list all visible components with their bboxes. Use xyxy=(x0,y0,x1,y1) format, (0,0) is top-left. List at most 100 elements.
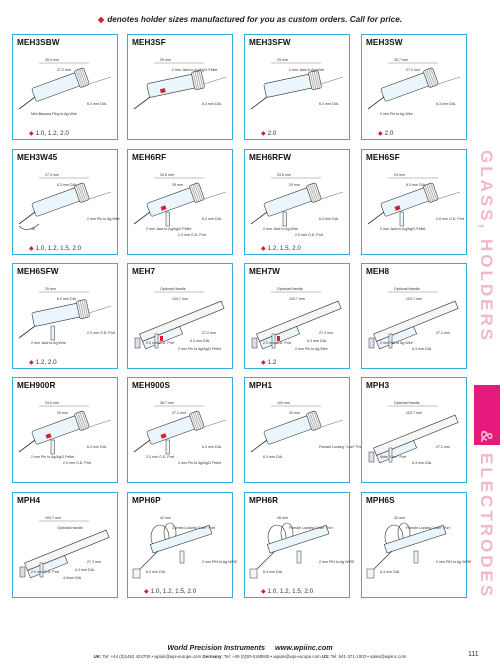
knurl-line xyxy=(81,300,86,318)
luer-port xyxy=(296,550,302,564)
dimension-label: 33.6 mm xyxy=(45,401,59,405)
knurl-line xyxy=(309,412,317,430)
dimension-label: Optional Handle xyxy=(394,287,420,291)
knurl-line xyxy=(75,413,83,431)
connector xyxy=(368,337,375,349)
product-title: MEH3SBW xyxy=(17,38,60,47)
port xyxy=(154,333,159,349)
dimension-label: 2 mm PIN to Ag WIRE xyxy=(202,560,238,564)
pin-line xyxy=(250,439,268,453)
knurl-line xyxy=(426,69,434,87)
dimension-label: 103.7 mm xyxy=(289,297,305,301)
size-values: 1.0, 1.2, 2.0 xyxy=(35,130,69,137)
header-note: ◆denotes holder sizes manufactured for y… xyxy=(0,14,500,24)
dimension-label: 27.2 mm xyxy=(172,411,186,415)
dimension-label: 2.0 mm O.D. Port xyxy=(63,461,91,465)
holder-body xyxy=(373,300,459,342)
dimension-label: 6.3 mm DIA. xyxy=(57,183,77,187)
pellet-marker xyxy=(160,336,163,341)
dimension-label: 27.2 mm xyxy=(45,173,59,177)
knurled-cap xyxy=(189,410,205,431)
size-list: ◆1.0, 1.2, 1.5, 2.0 xyxy=(144,588,196,595)
dimension-label: 6.3 mm DIA. xyxy=(202,445,222,449)
header-note-text: denotes holder sizes manufactured for yo… xyxy=(107,15,403,24)
pellet-marker xyxy=(277,336,280,341)
knurled-cap xyxy=(74,67,90,88)
port xyxy=(388,333,393,349)
capillary-line xyxy=(437,76,461,85)
dimension-label: Female Locking "Luer" Port xyxy=(406,526,450,530)
dimension-label: 2.0 mm O.D. Port xyxy=(31,570,59,574)
dimension-label: 27.2 mm xyxy=(87,560,101,564)
size-list: ◆2.0 xyxy=(261,130,276,137)
diamond-icon: ◆ xyxy=(261,360,266,366)
port xyxy=(399,211,404,227)
product-title: MPH6P xyxy=(132,496,161,505)
dimension-label: 33.6 mm xyxy=(277,173,291,177)
dimension-label: 2 mm Jack to Ag/AgCl Pellet xyxy=(146,227,191,231)
size-list: ◆1.2, 1.5, 2.0 xyxy=(261,245,301,252)
dimension-label: 35.7 mm xyxy=(394,58,408,62)
dimension-label: 103.7 mm xyxy=(45,516,61,520)
product-title: MEH900S xyxy=(132,381,171,390)
product-title: MEH6SFW xyxy=(17,267,59,276)
pin-line xyxy=(367,211,385,225)
dimension-label: 2.0 mm O.D. Port xyxy=(436,217,464,221)
dimension-label: 45 xyxy=(31,227,35,231)
holder-body-inner xyxy=(376,326,418,350)
knurl-line xyxy=(77,412,85,430)
side-text-bottom: & ELECTRODES xyxy=(477,430,496,600)
connector xyxy=(132,568,141,579)
pin-line xyxy=(18,325,36,339)
product-title: MPH3 xyxy=(366,381,390,390)
knurl-line xyxy=(75,185,83,203)
dimension-label: Male "Luer" Port xyxy=(380,455,406,459)
company-url[interactable]: www.wpiinc.com xyxy=(275,643,333,652)
dimension-label: 6.3 mm DIA. xyxy=(87,102,107,106)
dimension-label: Comes Locking "Luer" Port xyxy=(172,526,215,530)
luer-port xyxy=(413,550,419,564)
pin-line xyxy=(367,96,385,110)
dimension-label: 2 mm Pin to Ag/AgCl Pellet xyxy=(31,455,74,459)
dimension-label: 2.0 mm O.D. Port xyxy=(146,455,174,459)
knurl-line xyxy=(79,68,86,86)
holder-body xyxy=(139,300,225,342)
dimension-label: 2 mm PIN to Ag WIRE xyxy=(436,560,472,564)
product-title: MPH4 xyxy=(17,496,41,505)
knurl-line xyxy=(309,184,317,202)
side-pink-band xyxy=(474,385,500,445)
dimension-label: 103.7 mm xyxy=(406,297,422,301)
size-values: 1.0, 1.2, 1.5, 2.0 xyxy=(35,245,82,252)
dimension-label: 6.3 mm DIA. xyxy=(57,297,77,301)
dimension-label: 103.7 mm xyxy=(406,411,422,415)
capillary-line xyxy=(437,191,461,200)
knurl-line xyxy=(198,70,203,89)
port xyxy=(388,447,393,463)
dimension-label: 6.3 mm DIA. xyxy=(307,339,327,343)
size-list: ◆1.2 xyxy=(261,359,276,366)
port xyxy=(50,439,55,455)
product-title: MEH7 xyxy=(132,267,156,276)
capillary-line xyxy=(320,419,344,428)
connector xyxy=(368,451,375,463)
dimension-label: 6.3 mm DIA. xyxy=(263,455,283,459)
pin-line xyxy=(18,211,36,225)
dimension-label: 100 mm xyxy=(277,401,290,405)
angle-arc xyxy=(18,223,40,230)
product-title: MEH3SF xyxy=(132,38,166,47)
knurl-line xyxy=(77,184,85,202)
dimension-label: 6.3 mm DIA. xyxy=(190,339,210,343)
knurl-line xyxy=(190,185,198,203)
dimension-label: 4.0mm DIA xyxy=(63,576,82,580)
knurl-line xyxy=(79,300,85,319)
dimension-label: Female Locking "Luer" Port xyxy=(289,526,333,530)
dimension-label: 29 mm xyxy=(394,173,405,177)
